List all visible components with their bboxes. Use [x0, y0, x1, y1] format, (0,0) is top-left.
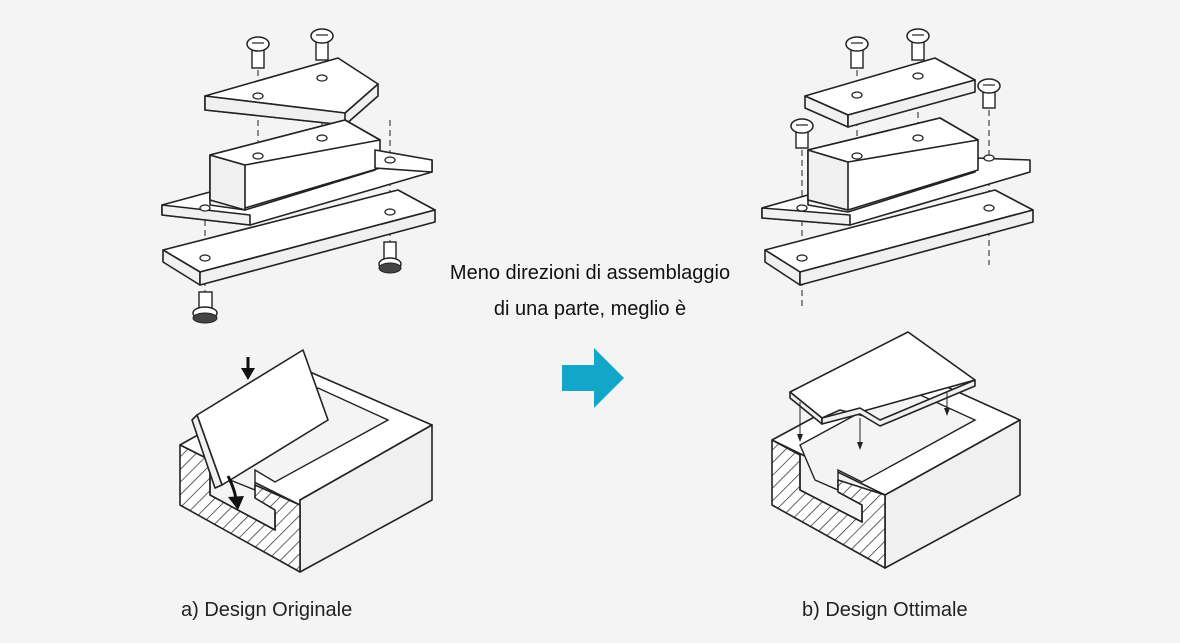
arrow-right-icon — [562, 348, 624, 408]
down-arrow-2 — [857, 418, 863, 450]
optimal-bracket-assembly — [761, 28, 1034, 310]
screw-optimal-1 — [845, 36, 869, 69]
hat-bracket-optimal — [761, 117, 1031, 226]
down-arrow-3 — [944, 392, 950, 416]
screw-bottom-left — [192, 291, 218, 324]
screw-top-left — [246, 36, 270, 69]
center-text-line2: di una parte, meglio è — [493, 298, 687, 320]
original-slot-block — [179, 349, 433, 573]
caption-original: a) Design Originale — [181, 599, 353, 621]
bottom-plate-optimal — [764, 189, 1034, 286]
center-text-line1: Meno direzioni di assemblaggio — [449, 262, 731, 284]
top-plate-optimal — [804, 57, 976, 128]
caption-optimal: b) Design Ottimale — [802, 599, 968, 621]
insert-arrow-curved — [226, 475, 244, 510]
screw-bottom-right — [378, 241, 402, 274]
down-arrow-1 — [797, 402, 803, 442]
tilted-plate — [191, 349, 329, 489]
optimal-slot-block — [771, 331, 1021, 569]
screw-optimal-3 — [977, 78, 1001, 109]
screw-optimal-4 — [790, 118, 814, 149]
hat-bracket — [161, 119, 433, 226]
flat-plate-optimal — [789, 331, 976, 427]
screw-optimal-2 — [906, 28, 930, 61]
screw-top-right — [310, 28, 334, 61]
bottom-plate — [162, 189, 436, 286]
insert-arrow-down — [241, 357, 255, 380]
top-plate — [204, 57, 379, 126]
original-bracket-assembly — [161, 28, 436, 324]
